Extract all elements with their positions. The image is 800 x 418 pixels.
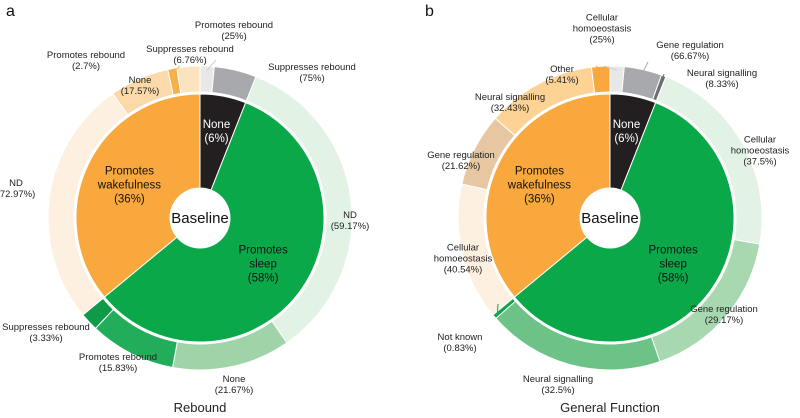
leader-line bbox=[595, 65, 602, 71]
center-label: Baseline bbox=[581, 210, 639, 227]
outer-slice-label: Suppresses rebound(75%) bbox=[268, 62, 356, 84]
leader-line bbox=[496, 303, 499, 315]
outer-slice-label: Gene regulation(66.67%) bbox=[656, 40, 724, 62]
chart-title: General Function bbox=[560, 400, 660, 415]
leader-line bbox=[206, 59, 217, 71]
outer-slice-label: Gene regulation(21.62%) bbox=[427, 150, 495, 172]
outer-slice-label: Neural signalling(8.33%) bbox=[687, 68, 757, 90]
outer-slice bbox=[590, 65, 611, 94]
leader-line bbox=[661, 73, 665, 80]
outer-slice-label: Neural signalling(32.5%) bbox=[523, 374, 593, 396]
leader-line bbox=[234, 71, 241, 75]
leader-line bbox=[603, 65, 618, 71]
outer-slice-label: Promotes rebound(25%) bbox=[195, 20, 273, 42]
panel-letter: b bbox=[425, 3, 434, 20]
outer-slice-label: Other(5.41%) bbox=[545, 64, 578, 86]
outer-slice-label: Promotes rebound(2.7%) bbox=[47, 50, 125, 72]
outer-slice-label: Neural signalling(32.43%) bbox=[475, 92, 545, 114]
center-label: Baseline bbox=[171, 210, 229, 227]
panel-letter: a bbox=[6, 3, 15, 20]
outer-slice-label: Not known(0.83%) bbox=[438, 332, 483, 354]
inner-slice-label: None(6%) bbox=[613, 119, 641, 145]
outer-slice-label: Suppresses rebound(3.33%) bbox=[2, 322, 90, 344]
outer-slice-label: ND(72.97%) bbox=[0, 178, 35, 200]
outer-slice-label: Suppresses rebound(6.76%) bbox=[146, 44, 234, 66]
leader-line bbox=[172, 65, 181, 73]
chart-title: Rebound bbox=[174, 400, 227, 415]
outer-slice-label: ND(59.17%) bbox=[331, 210, 370, 232]
outer-slice-label: None(17.57%) bbox=[121, 75, 160, 97]
inner-slice-label: None(6%) bbox=[203, 119, 231, 145]
center-hole bbox=[580, 188, 640, 248]
center-hole bbox=[170, 188, 230, 248]
outer-slice-label: None(21.67%) bbox=[215, 374, 254, 396]
outer-slice bbox=[176, 65, 201, 95]
outer-slice-label: Gene regulation(29.17%) bbox=[690, 304, 758, 326]
leader-line bbox=[641, 61, 649, 74]
leader-line bbox=[188, 65, 193, 71]
outer-slice-label: Promotes rebound(15.83%) bbox=[79, 352, 157, 374]
